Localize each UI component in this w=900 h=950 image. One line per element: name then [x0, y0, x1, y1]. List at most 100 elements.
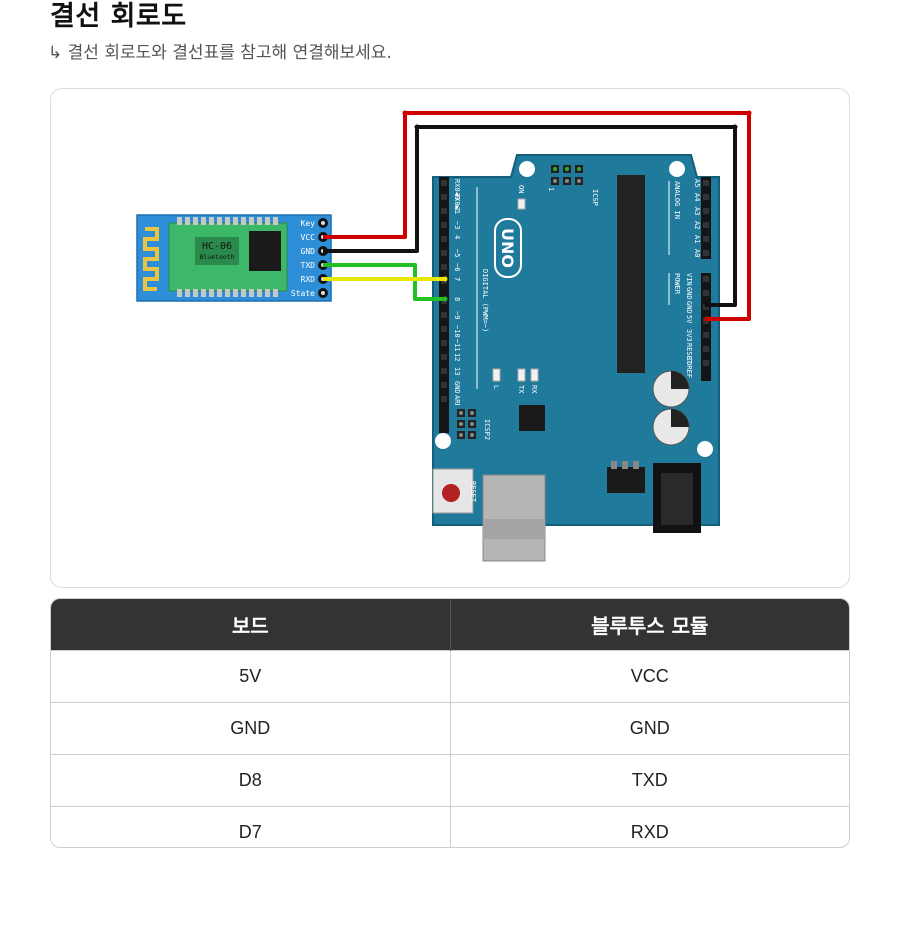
- module-pin-label: State: [291, 289, 315, 298]
- header-hole: [441, 236, 447, 242]
- led-label: TX: [517, 385, 525, 394]
- pad: [241, 217, 246, 225]
- power-pin-label: IOREF: [685, 357, 693, 378]
- header-hole: [441, 264, 447, 270]
- header-bluetooth-module: 블루투스 모듈: [450, 599, 849, 651]
- header-hole: [441, 382, 447, 388]
- table-row: D7 RXD: [51, 806, 849, 847]
- icsp2-pin-center: [459, 422, 463, 426]
- analog-pin-label: A0: [693, 249, 701, 257]
- usb-port: [482, 474, 546, 562]
- antenna-trace: [143, 227, 159, 291]
- header-hole: [703, 194, 709, 200]
- module-name: HC-06: [202, 241, 232, 252]
- usb-chip: [519, 405, 545, 431]
- header-hole: [441, 340, 447, 346]
- analog-pin-label: A1: [693, 235, 701, 243]
- led-label: L: [492, 385, 500, 389]
- pads-top: [177, 217, 278, 225]
- module-chip: [249, 231, 281, 271]
- page-subtitle: ↳ 결선 회로도와 결선표를 참고해 연결해보세요.: [48, 43, 392, 63]
- digital-pin-label: ~10: [453, 325, 461, 338]
- module-label-area: [195, 237, 239, 265]
- wire-joint: [704, 302, 710, 308]
- mount-hole: [519, 161, 535, 177]
- icsp-pin-center: [577, 167, 581, 171]
- pad: [193, 217, 198, 225]
- icsp-label: ICSP: [591, 189, 599, 206]
- wire-joint: [442, 296, 448, 302]
- digital-pin-label: RX0◀0: [453, 179, 461, 200]
- power-pin-label: GND: [685, 287, 693, 300]
- header-hole: [703, 250, 709, 256]
- header-hole: [703, 180, 709, 186]
- wire-joint: [704, 316, 710, 322]
- analog-label: ANALOG IN: [673, 181, 681, 219]
- pad: [273, 217, 278, 225]
- reset-label: RESET: [469, 481, 477, 503]
- page-title: 결선 회로도: [50, 1, 187, 32]
- pad: [185, 289, 190, 297]
- header-hole: [441, 354, 447, 360]
- digital-pin-label: TX0▶1: [453, 193, 461, 214]
- pad: [273, 289, 278, 297]
- table-row: GND GND: [51, 702, 849, 755]
- icsp-pins: [551, 165, 583, 185]
- header-board: 보드: [51, 599, 451, 651]
- pads-bottom: [177, 289, 278, 297]
- capacitor-mark: [671, 371, 689, 389]
- header-hole: [703, 208, 709, 214]
- digital-pin-label: ~11: [453, 339, 461, 352]
- led-rx: [530, 368, 539, 382]
- uno-logo-frame: [494, 218, 522, 278]
- regulator-leg: [622, 461, 628, 469]
- on-label: ON: [517, 185, 525, 193]
- pad: [209, 289, 214, 297]
- regulator-leg: [611, 461, 617, 469]
- mount-hole: [669, 161, 685, 177]
- table-row: 5V VCC: [51, 650, 849, 703]
- usb-port-shade: [483, 519, 545, 539]
- wire-vcc-5v: [323, 111, 751, 321]
- wire-joint: [732, 124, 738, 130]
- analog-header: [701, 177, 711, 259]
- pad: [201, 289, 206, 297]
- power-pin-label: GND: [685, 301, 693, 314]
- pad: [225, 289, 230, 297]
- wire-joint: [746, 110, 752, 116]
- module-pin-hole-center: [321, 221, 325, 225]
- digital-pin-label: ~5: [453, 249, 461, 257]
- pad: [265, 289, 270, 297]
- header-hole: [703, 360, 709, 366]
- dc-jack-inner: [661, 473, 693, 525]
- icsp2-pin-center: [459, 433, 463, 437]
- digital-pin-label: 12: [453, 353, 461, 361]
- board-pin: 5V: [51, 650, 451, 703]
- table-row: D8 TXD: [51, 754, 849, 807]
- atmega-chip: [617, 175, 645, 373]
- board-pin: D7: [51, 806, 451, 847]
- header-hole: [441, 396, 447, 402]
- pad: [185, 217, 190, 225]
- digital-pin-label: ~6: [453, 263, 461, 271]
- icsp2-pin-center: [470, 422, 474, 426]
- wire-gnd-gnd: [323, 125, 737, 307]
- table-header-row: 보드 블루투스 모듈: [51, 599, 849, 651]
- header-hole: [441, 312, 447, 318]
- digital-pin-label: ~9: [453, 311, 461, 319]
- icsp2-pin-center: [459, 411, 463, 415]
- digital-pin-label: 4: [453, 235, 461, 239]
- header-hole: [441, 368, 447, 374]
- wire-joint: [414, 124, 420, 130]
- mount-hole: [435, 433, 451, 449]
- header-hole: [703, 222, 709, 228]
- module-pin-hole-center: [321, 291, 325, 295]
- icsp2-label: ICSP2: [483, 419, 491, 440]
- module-pin: TXD: [450, 754, 849, 807]
- wire-joint: [442, 276, 448, 282]
- module-pin: RXD: [450, 806, 849, 847]
